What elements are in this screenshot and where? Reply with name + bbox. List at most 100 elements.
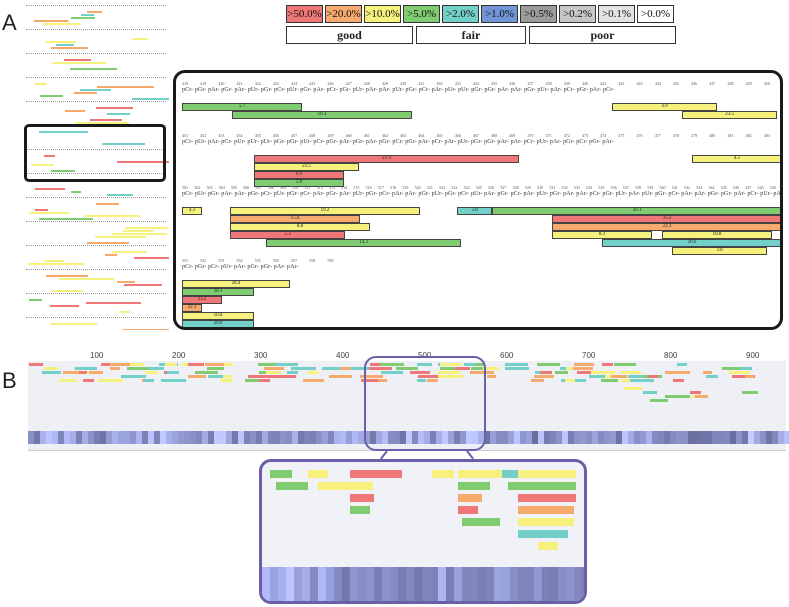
track-probe-bar — [208, 375, 223, 378]
probe-bar[interactable]: 10.8 — [662, 231, 772, 239]
track-probe-bar — [505, 363, 528, 366]
position-number: 559 — [327, 258, 334, 263]
track-probe-bar — [438, 375, 463, 378]
track-probe-bar — [574, 363, 594, 366]
probe-bar[interactable]: 22.3 — [182, 304, 202, 312]
zoomed-probe-bar — [318, 482, 373, 490]
track-probe-bar — [381, 371, 403, 374]
zoomed-probe-bar — [518, 530, 568, 538]
probe-bar[interactable]: 8.3 — [552, 231, 652, 239]
probe-bar[interactable]: 20.6 — [602, 239, 780, 247]
heat-cell — [496, 431, 502, 444]
overview-sequence-line — [26, 5, 166, 6]
heat-cell — [414, 567, 422, 601]
probe-bar[interactable]: 35.2 — [552, 215, 780, 223]
track-selection-frame[interactable] — [364, 356, 486, 451]
probe-bar[interactable]: 3.8 — [672, 247, 767, 255]
heat-cell — [406, 431, 412, 444]
heat-cell — [346, 431, 352, 444]
position-number: 434 — [472, 81, 479, 86]
track-probe-bar — [74, 371, 87, 374]
position-number: 542 — [684, 185, 691, 190]
position-number: 438 — [545, 81, 552, 86]
probe-bar[interactable]: 23.2 — [182, 296, 222, 304]
track-probe-bar — [630, 379, 654, 382]
heat-cell — [486, 567, 494, 601]
ruler-tick-label: 300 — [254, 351, 268, 360]
probe-bar[interactable]: 4.3 — [182, 207, 202, 215]
heat-cell — [580, 431, 586, 444]
heat-cell — [518, 567, 526, 601]
overview-probe-bar — [86, 302, 141, 304]
probe-bar[interactable]: 29.1 — [492, 207, 780, 215]
probe-bar[interactable]: 3.8 — [457, 207, 492, 215]
probe-bar[interactable]: 6.9 — [254, 171, 344, 179]
position-number: 552 — [200, 258, 207, 263]
heat-cell — [214, 431, 220, 444]
probe-bar[interactable]: 28.1 — [182, 288, 254, 296]
probe-bar[interactable]: 4.5 — [692, 155, 780, 163]
track-probe-bar — [130, 363, 144, 366]
heat-cell — [634, 431, 640, 444]
track-probe-bar — [480, 367, 499, 370]
probe-bar[interactable]: 22.3 — [552, 223, 780, 231]
overview-selection-frame[interactable] — [24, 124, 166, 182]
position-number: 545 — [720, 185, 727, 190]
heat-cell — [398, 567, 406, 601]
heat-cell — [582, 567, 584, 601]
zoomed-probe-bar — [458, 494, 482, 502]
heat-cell — [148, 431, 154, 444]
position-number: 444 — [654, 81, 661, 86]
heat-cell — [352, 431, 358, 444]
probe-bar[interactable]: 4.9 — [612, 103, 717, 111]
position-number: 472 — [563, 133, 570, 138]
probe-bar[interactable]: 23.5 — [682, 111, 777, 119]
heat-cell — [754, 431, 760, 444]
probe-bar[interactable]: 23.5 — [254, 163, 359, 171]
probe-bar[interactable]: 14.3 — [266, 239, 461, 247]
track-probe-bar — [573, 367, 593, 370]
track-probe-bar — [427, 379, 438, 382]
track-probe-bar — [59, 379, 77, 382]
position-number: 537 — [622, 185, 629, 190]
probe-bar[interactable]: 19.2 — [230, 207, 420, 215]
probe-bar[interactable]: 15.6 — [230, 215, 360, 223]
position-number: 506 — [243, 185, 250, 190]
zoomed-probe-bar — [350, 506, 370, 514]
heat-cell — [70, 431, 76, 444]
track-probe-bar — [42, 371, 61, 374]
heat-cell — [574, 431, 580, 444]
overview-sequence-line — [26, 53, 166, 54]
probe-bar[interactable]: 5.3 — [230, 231, 345, 239]
overview-probe-bar — [81, 14, 94, 16]
legend-item: >0.2% — [559, 5, 596, 23]
overview-sequence-line — [26, 197, 166, 198]
probe-bar[interactable]: 10.8 — [182, 312, 254, 320]
probe-bar[interactable]: 10.3 — [232, 111, 412, 119]
heat-cell — [318, 567, 326, 601]
position-number: 519 — [402, 185, 409, 190]
track-probe-bar — [589, 375, 601, 378]
probe-bar[interactable]: 28.4 — [182, 280, 290, 288]
track-probe-bar — [614, 363, 636, 366]
probe-bar[interactable]: 8.8 — [230, 223, 370, 231]
overview-probe-bar — [90, 119, 122, 121]
probe-bar[interactable]: 20.6 — [182, 320, 254, 327]
track-probe-bar — [643, 391, 657, 394]
probe-bar[interactable]: 5.7 — [182, 103, 302, 111]
heat-cell — [502, 431, 508, 444]
position-number: 532 — [561, 185, 568, 190]
probe-bar[interactable]: 5.9 — [254, 179, 344, 187]
position-number: 556 — [272, 258, 279, 263]
position-number: 477 — [654, 133, 661, 138]
track-probe-bar — [291, 367, 312, 370]
overview-probe-bar — [71, 191, 81, 193]
probe-bar[interactable]: 23.4 — [254, 155, 519, 163]
overview-probe-bar — [44, 155, 55, 157]
heat-cell — [562, 431, 568, 444]
heat-cell — [400, 431, 406, 444]
sequence-overview[interactable] — [26, 5, 169, 330]
heat-cell — [406, 567, 414, 601]
sequence-text: pCr- pGr- pCr- pUr- pAr- pGr- pGr- pAr- … — [182, 264, 299, 270]
